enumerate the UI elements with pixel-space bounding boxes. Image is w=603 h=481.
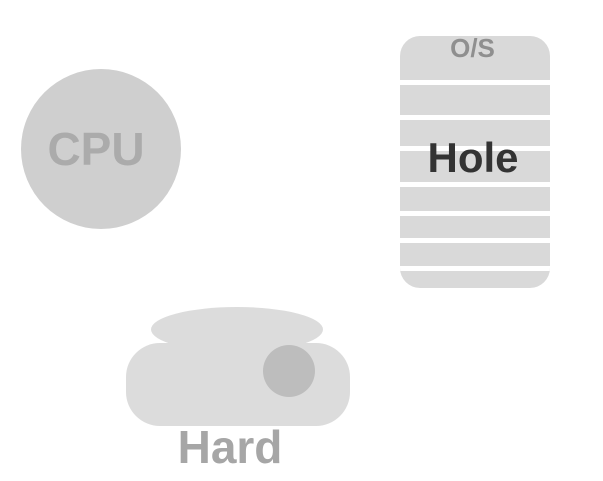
memory-partition-line xyxy=(400,266,550,271)
hard-disk-indicator xyxy=(263,345,315,397)
hard-disk-platter xyxy=(151,307,323,352)
memory-block xyxy=(400,36,550,288)
cpu-circle xyxy=(21,69,181,229)
memory-partition-line xyxy=(400,80,550,85)
memory-partition-line xyxy=(400,115,550,120)
memory-os-label: O/S xyxy=(450,33,495,63)
hard-disk-body xyxy=(126,343,350,426)
memory-partition-line xyxy=(400,182,550,187)
memory-hole-label: Hole xyxy=(427,134,519,181)
memory-partition-line xyxy=(400,238,550,243)
memory-partition-line xyxy=(400,146,550,151)
memory-partition-line xyxy=(400,211,550,216)
cpu-label: CPU xyxy=(47,123,145,175)
hard-disk-label: Hard xyxy=(177,421,283,473)
